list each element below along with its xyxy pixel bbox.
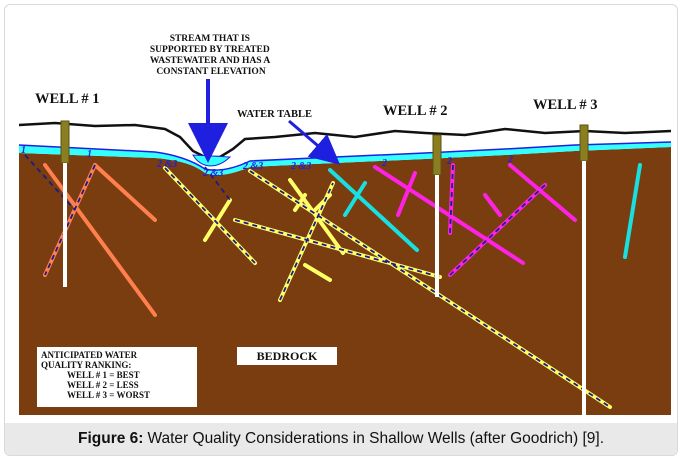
water-layer (19, 142, 671, 175)
figure-caption: Figure 6: Water Quality Considerations i… (5, 423, 677, 455)
stream-pool (192, 154, 232, 167)
well-casing (432, 134, 442, 176)
ranking-box: ANTICIPATED WATER QUALITY RANKING: WELL … (37, 347, 197, 407)
well-2-label: WELL # 2 (383, 103, 447, 119)
yellow-fracture (303, 263, 332, 282)
water-table-arrow (288, 119, 341, 165)
flow-path (44, 164, 96, 276)
orange-fracture (93, 163, 157, 222)
fracture-number: 2 (446, 156, 452, 167)
fracture-number: 2 &3 (290, 161, 311, 172)
caption-lead: Figure 6: (77, 430, 144, 447)
cyan-fracture (328, 168, 419, 252)
magenta-fracture (483, 193, 502, 217)
groundwater-diagram: 1 1 2 &3 2 &3 2 &3 2 &3 2 2 2 STREAM THA… (18, 34, 672, 419)
cyan-fractures (328, 163, 642, 259)
flow-path (24, 154, 76, 211)
flow-paths (24, 154, 611, 408)
flow-path (279, 182, 334, 301)
well-2 (432, 134, 442, 297)
flow-path (164, 167, 256, 264)
well-casing (579, 124, 589, 162)
yellow-fracture (293, 193, 307, 212)
fracture-number: 2 &3 (202, 168, 223, 179)
fracture-number: 2 (381, 158, 387, 169)
flow-path (449, 164, 454, 234)
fracture-number: 1 (87, 149, 92, 160)
water-table-line (18, 141, 672, 171)
fracture-number: 2 (507, 154, 513, 165)
bedrock-label-box: BEDROCK (237, 347, 337, 365)
well-3-label: WELL # 3 (533, 97, 597, 113)
ground-surface-line (18, 121, 672, 159)
bedrock-label-bg (237, 347, 337, 365)
figure-frame: 1 1 2 &3 2 &3 2 &3 2 &3 2 2 2 STREAM THA… (4, 4, 678, 456)
water-table-label: WATER TABLE (237, 109, 312, 120)
yellow-fracture (313, 193, 332, 212)
ranking-box-bg (37, 347, 197, 407)
caption-text: Water Quality Considerations in Shallow … (147, 430, 605, 447)
ranking-text: ANTICIPATED WATER QUALITY RANKING: WELL … (41, 350, 150, 400)
cyan-fracture (343, 181, 367, 217)
well-1 (60, 120, 70, 287)
well-3 (579, 124, 589, 419)
fracture-numbers: 1 1 2 &3 2 &3 2 &3 2 &3 2 2 2 (21, 145, 513, 179)
bedrock-label: BEDROCK (257, 349, 318, 363)
flow-path (449, 184, 546, 276)
flow-path (204, 166, 231, 201)
magenta-fracture (508, 163, 577, 222)
fracture-number: 2 &3 (242, 161, 263, 172)
fracture-number: 2 &3 (156, 159, 177, 170)
yellow-fracture (203, 198, 232, 242)
well-1-label: WELL # 1 (35, 91, 99, 107)
fracture-number: 1 (21, 145, 26, 156)
well-casing (60, 120, 70, 164)
magenta-fracture (396, 171, 417, 217)
cyan-fracture (623, 163, 642, 259)
stream-note: STREAM THAT IS SUPPORTED BY TREATED WAST… (150, 34, 272, 77)
